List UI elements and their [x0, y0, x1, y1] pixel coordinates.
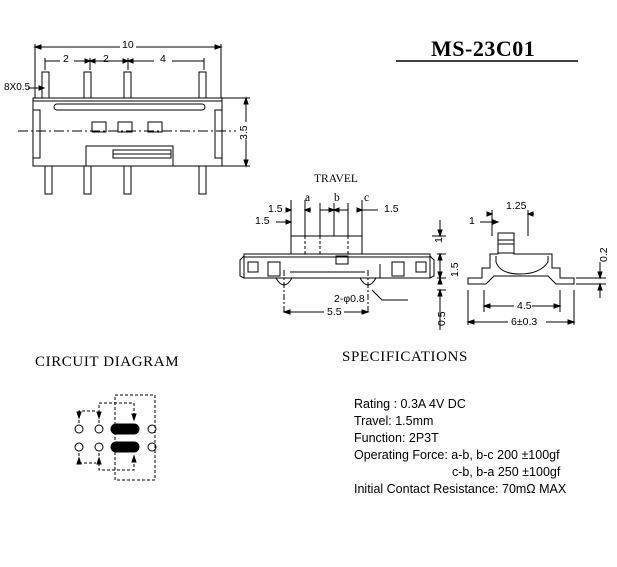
bottom-span-dim: 5.5 [327, 306, 342, 318]
end-view-drawing [466, 210, 606, 325]
bottom-height-dim: 0.5 [436, 311, 448, 326]
side-height-dim: 1.5 [449, 262, 461, 277]
side-left-offset: 1.5 [268, 203, 283, 215]
circuit-diagram-heading: CIRCUIT DIAGRAM [35, 354, 180, 370]
spec-operating-force-2: c-b, b-a 250 ±100gf [452, 465, 561, 479]
circuit-diagram-drawing [74, 394, 157, 481]
spec-function: Function: 2P3T [354, 431, 439, 445]
hole-dim: 2-φ0.8 [334, 293, 365, 305]
front-pitch-2: 2 [103, 53, 109, 65]
end-inner-width-dim: 4.5 [517, 300, 532, 312]
front-pitch-1: 2 [63, 53, 69, 65]
front-pitch-3: 4 [160, 53, 166, 65]
specifications-heading: SPECIFICATIONS [342, 349, 468, 365]
model-number: MS-23C01 [431, 36, 536, 61]
end-top-width-dim: 1.25 [506, 200, 527, 212]
travel-label: TRAVEL [314, 173, 358, 185]
spec-rating: Rating : 0.3A 4V DC [354, 397, 466, 411]
position-b: b [334, 192, 340, 204]
spec-travel: Travel: 1.5mm [354, 414, 434, 428]
side-right-offset: 1.5 [384, 203, 399, 215]
side-lower-left-offset: 1.5 [255, 215, 270, 227]
end-side-height-dim: 0.2 [598, 247, 610, 262]
spec-operating-force: Operating Force: a-b, b-c 200 ±100gf [354, 448, 560, 462]
end-outer-width-dim: 6±0.3 [511, 316, 538, 328]
side-view-drawing [239, 200, 446, 330]
position-c: c [364, 192, 370, 204]
front-height-dim: 3.5 [238, 125, 250, 140]
front-width-dim: 10 [122, 39, 134, 51]
spec-contact-resistance: Initial Contact Resistance: 70mΩ MAX [354, 482, 567, 496]
end-left-dim: 1 [469, 215, 475, 227]
side-top-dim: 1 [433, 237, 445, 243]
position-a: a [305, 192, 311, 204]
front-view-drawing [18, 44, 250, 195]
pin-size-dim: 8X0.5 [4, 82, 31, 93]
